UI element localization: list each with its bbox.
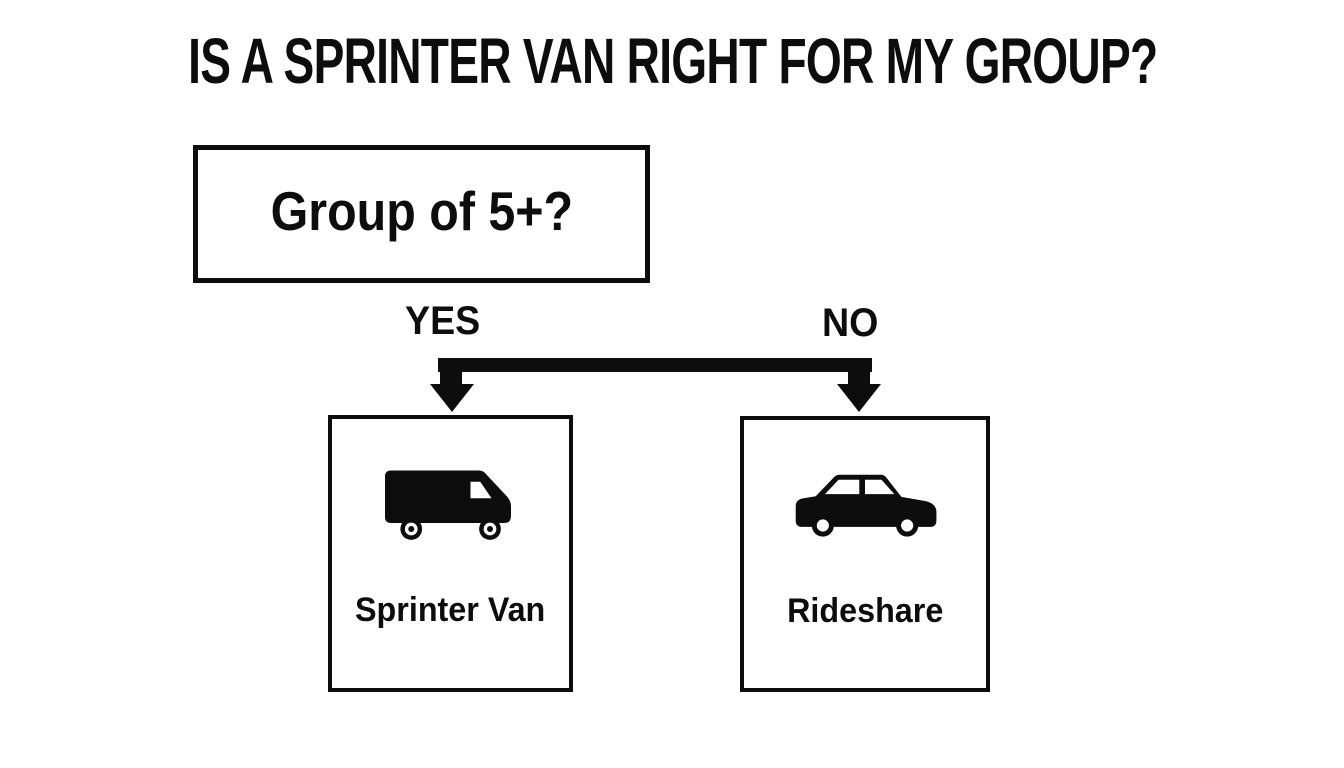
outcome-box-rideshare: Rideshare — [740, 416, 990, 692]
decision-box: Group of 5+? — [193, 145, 650, 283]
page-title: IS A SPRINTER VAN RIGHT FOR MY GROUP? — [188, 25, 1158, 97]
outcome-label-sprinter-van: Sprinter Van — [355, 591, 546, 629]
van-icon — [384, 470, 511, 540]
car-icon — [795, 474, 937, 537]
outcome-box-sprinter-van: Sprinter Van — [328, 415, 573, 692]
branch-connector-arrows — [430, 358, 881, 412]
down-arrow-icon — [430, 384, 474, 412]
down-arrow-icon — [837, 384, 881, 412]
decision-label: Group of 5+? — [270, 180, 573, 242]
outcome-label-rideshare: Rideshare — [786, 592, 944, 630]
branch-label-yes: YES — [405, 299, 481, 343]
branch-label-no: NO — [822, 301, 879, 345]
